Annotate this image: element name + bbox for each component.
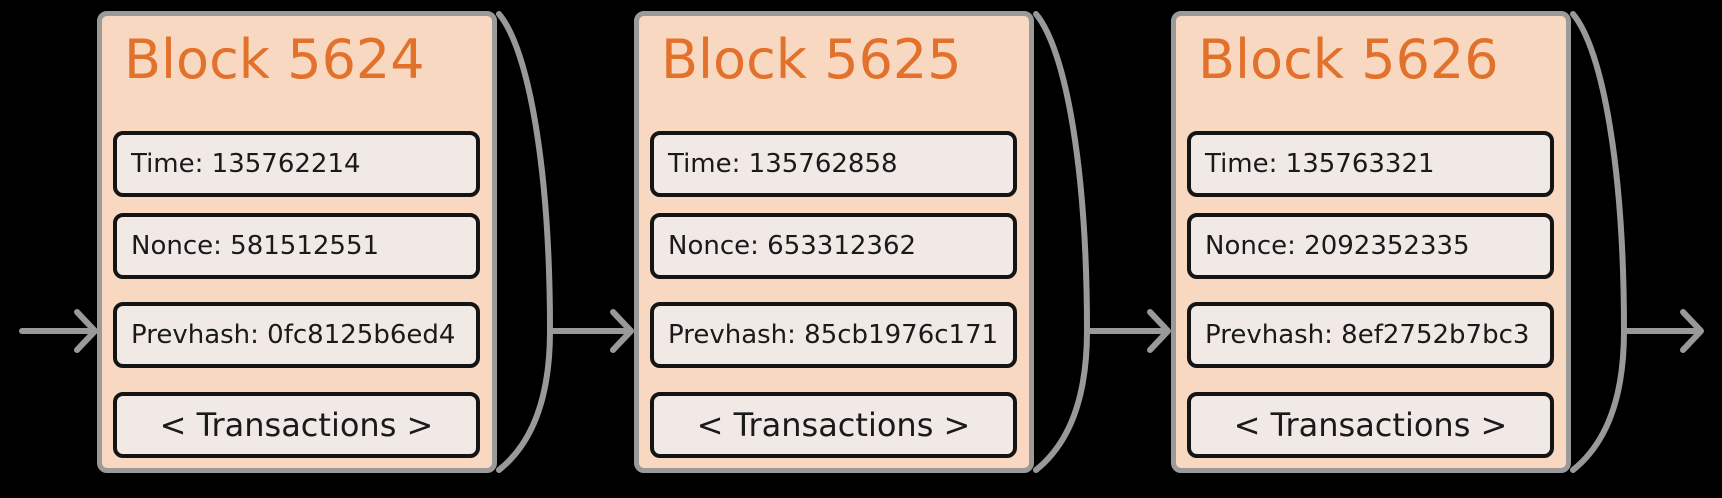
- chain-output-connector: [1570, 11, 1704, 473]
- block-title: Block 5624: [124, 28, 425, 91]
- chain-link-connector-1: [496, 11, 634, 473]
- prevhash-field: Prevhash: 8ef2752b7bc3: [1187, 302, 1554, 368]
- nonce-field: Nonce: 581512551: [113, 213, 480, 279]
- block-card-3: Block 5626 Time: 135763321 Nonce: 209235…: [1171, 11, 1571, 473]
- chain-link-connector-2: [1033, 11, 1171, 473]
- block-title: Block 5626: [1198, 28, 1499, 91]
- prevhash-field: Prevhash: 0fc8125b6ed4: [113, 302, 480, 368]
- time-field: Time: 135762858: [650, 131, 1017, 197]
- transactions-field: < Transactions >: [650, 392, 1017, 458]
- prevhash-field: Prevhash: 85cb1976c171: [650, 302, 1017, 368]
- block-title: Block 5625: [661, 28, 962, 91]
- time-field: Time: 135763321: [1187, 131, 1554, 197]
- chain-input-arrow: [19, 309, 98, 353]
- block-card-2: Block 5625 Time: 135762858 Nonce: 653312…: [634, 11, 1034, 473]
- transactions-field: < Transactions >: [113, 392, 480, 458]
- time-field: Time: 135762214: [113, 131, 480, 197]
- nonce-field: Nonce: 2092352335: [1187, 213, 1554, 279]
- nonce-field: Nonce: 653312362: [650, 213, 1017, 279]
- transactions-field: < Transactions >: [1187, 392, 1554, 458]
- block-card-1: Block 5624 Time: 135762214 Nonce: 581512…: [97, 11, 497, 473]
